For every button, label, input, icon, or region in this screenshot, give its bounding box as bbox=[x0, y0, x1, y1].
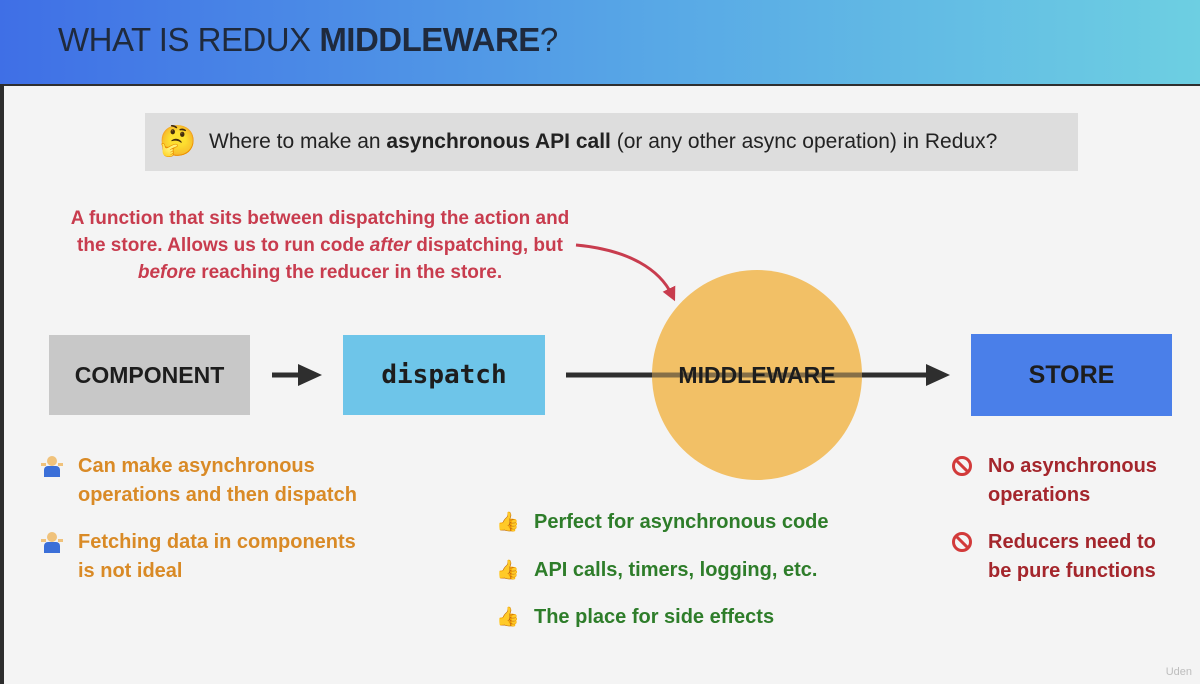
left-border bbox=[0, 84, 4, 684]
definition-line-3: before reaching the reducer in the store… bbox=[40, 259, 600, 286]
person-shrugging-icon bbox=[38, 528, 66, 563]
thumbs-up-icon: 👍 bbox=[496, 512, 520, 533]
person-shrugging-icon bbox=[38, 452, 66, 487]
definition-before: before bbox=[137, 262, 196, 283]
no-entry-icon bbox=[948, 452, 976, 485]
component-note-1-line-1: Can make asynchronous bbox=[78, 455, 315, 477]
definition-line-1: A function that sits between dispatching… bbox=[70, 208, 570, 229]
store-note-1-line-2: operations bbox=[988, 484, 1091, 506]
title-suffix: ? bbox=[539, 21, 558, 58]
middleware-note-2: 👍 API calls, timers, logging, etc. bbox=[494, 556, 817, 585]
no-entry-icon bbox=[948, 528, 976, 561]
watermark: Uden bbox=[1165, 666, 1192, 678]
component-note-1-line-2: operations and then dispatch bbox=[78, 484, 357, 506]
thinking-face-icon: 🤔 bbox=[159, 125, 197, 158]
middleware-note-1: 👍 Perfect for asynchronous code bbox=[494, 508, 829, 537]
thumbs-up-icon: 👍 bbox=[496, 607, 520, 628]
middleware-note-1-text: Perfect for asynchronous code bbox=[534, 511, 829, 533]
question-text: Where to make an asynchronous API call (… bbox=[209, 130, 997, 154]
store-note-1-line-1: No asynchronous bbox=[988, 455, 1157, 477]
title-bold: MIDDLEWARE bbox=[319, 21, 540, 58]
definition-after: after bbox=[369, 235, 411, 256]
component-note-2: Fetching data in components is not ideal bbox=[38, 528, 356, 586]
store-box: STORE bbox=[971, 334, 1172, 416]
question-box: 🤔 Where to make an asynchronous API call… bbox=[145, 113, 1078, 171]
thumbs-up-icon: 👍 bbox=[496, 560, 520, 581]
definition-line-2: the store. Allows us to run code after d… bbox=[40, 232, 600, 259]
middleware-note-3: 👍 The place for side effects bbox=[494, 603, 774, 632]
middleware-note-2-text: API calls, timers, logging, etc. bbox=[534, 559, 818, 581]
question-bold: asynchronous API call bbox=[386, 130, 611, 153]
store-note-2-line-1: Reducers need to bbox=[988, 531, 1156, 553]
middleware-label: MIDDLEWARE bbox=[678, 362, 836, 388]
middleware-definition: A function that sits between dispatching… bbox=[40, 205, 600, 286]
middleware-note-3-text: The place for side effects bbox=[534, 606, 775, 628]
page-title: WHAT IS REDUX MIDDLEWARE? bbox=[58, 21, 558, 59]
component-note-2-line-1: Fetching data in components bbox=[78, 531, 356, 553]
store-note-1: No asynchronous operations bbox=[948, 452, 1157, 510]
component-box: COMPONENT bbox=[49, 335, 250, 415]
definition-line-2-pre: the store. Allows us to run code bbox=[77, 235, 370, 256]
question-suffix: (or any other async operation) in Redux? bbox=[610, 130, 998, 153]
dispatch-box: dispatch bbox=[343, 335, 545, 415]
store-note-2: Reducers need to be pure functions bbox=[948, 528, 1156, 586]
question-prefix: Where to make an bbox=[209, 130, 387, 153]
title-regular: WHAT IS REDUX bbox=[58, 21, 320, 58]
definition-line-2-post: dispatching, but bbox=[410, 235, 563, 256]
store-note-2-line-2: be pure functions bbox=[988, 560, 1156, 582]
component-note-2-line-2: is not ideal bbox=[78, 560, 183, 582]
header-banner: WHAT IS REDUX MIDDLEWARE? bbox=[0, 0, 1200, 84]
component-note-1: Can make asynchronous operations and the… bbox=[38, 452, 357, 510]
definition-line-3-post: reaching the reducer in the store. bbox=[195, 262, 503, 283]
